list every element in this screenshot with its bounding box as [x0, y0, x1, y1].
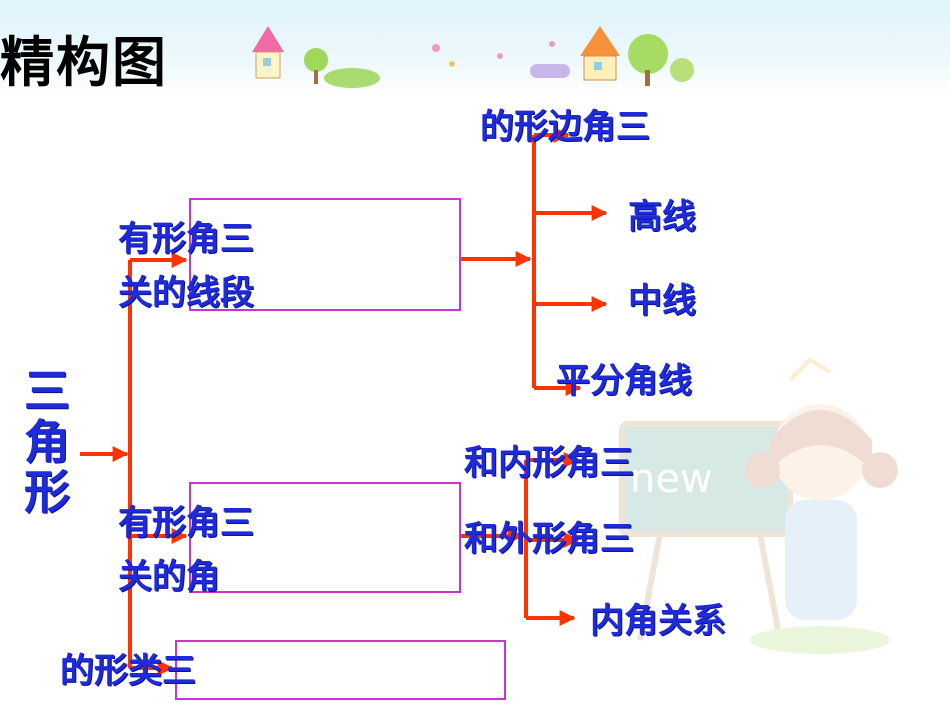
- tree-icon: [304, 48, 380, 88]
- leaf-bisector: 平分角线: [556, 361, 692, 401]
- leaf-exterior-sum: 和外形角三: [464, 519, 634, 559]
- box-angles: [189, 482, 461, 593]
- flower-icon: [432, 41, 555, 67]
- box-classify: [175, 640, 506, 700]
- page-title: 精构图: [0, 31, 168, 94]
- house-icon: [252, 26, 284, 79]
- teacher-illustration: new: [619, 357, 898, 654]
- branch-angles-label: 有形角三 关的角: [118, 503, 254, 598]
- leaf-sides: 的形边角三: [480, 107, 650, 147]
- leaf-interior-sum: 和内形角三: [464, 443, 634, 483]
- branch-lines-label: 有形角三 关的线段: [118, 219, 254, 314]
- box-lines: [189, 198, 461, 311]
- header-banner: [0, 0, 950, 92]
- house-icon: [530, 26, 620, 81]
- tree-icon: [628, 34, 694, 86]
- leaf-angle-relation: 内角关系: [590, 601, 726, 641]
- svg-text:new: new: [630, 456, 713, 502]
- branch-classify-label: 的形类三: [60, 651, 196, 691]
- leaf-altitude: 高线: [628, 197, 696, 237]
- leaf-median: 中线: [628, 281, 696, 321]
- root-label: 三角形: [24, 364, 70, 520]
